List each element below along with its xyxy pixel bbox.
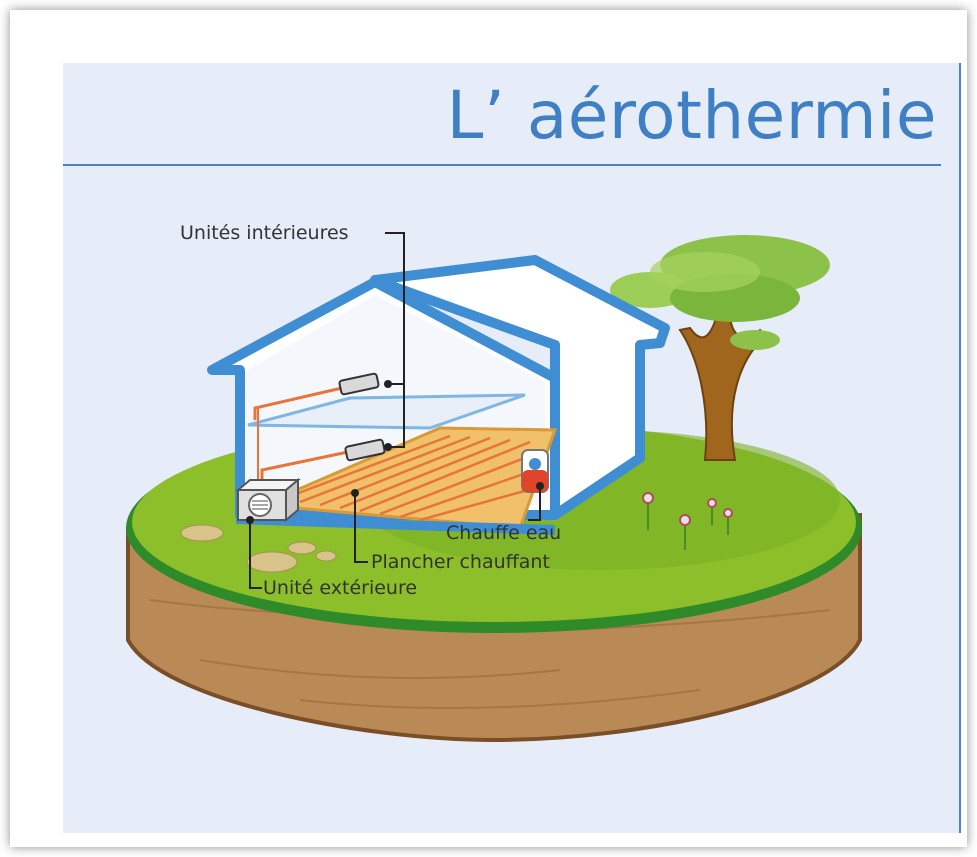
house-cutaway <box>207 255 670 535</box>
label-outdoor-unit: Unité extérieure <box>263 577 418 599</box>
label-leaders <box>246 232 544 589</box>
label-water-heater: Chauffe eau <box>446 522 562 544</box>
indoor-unit-upper <box>338 372 380 396</box>
outdoor-unit <box>235 477 301 523</box>
tree <box>610 235 830 461</box>
water-heater <box>521 449 549 493</box>
label-floor-heating: Plancher chauffant <box>371 551 550 573</box>
title-divider <box>63 164 941 166</box>
label-indoor-units: Unités intérieures <box>180 222 349 244</box>
flowers <box>642 492 733 550</box>
page-title: L’ aérothermie <box>446 77 937 154</box>
indoor-unit-lower <box>344 438 386 462</box>
